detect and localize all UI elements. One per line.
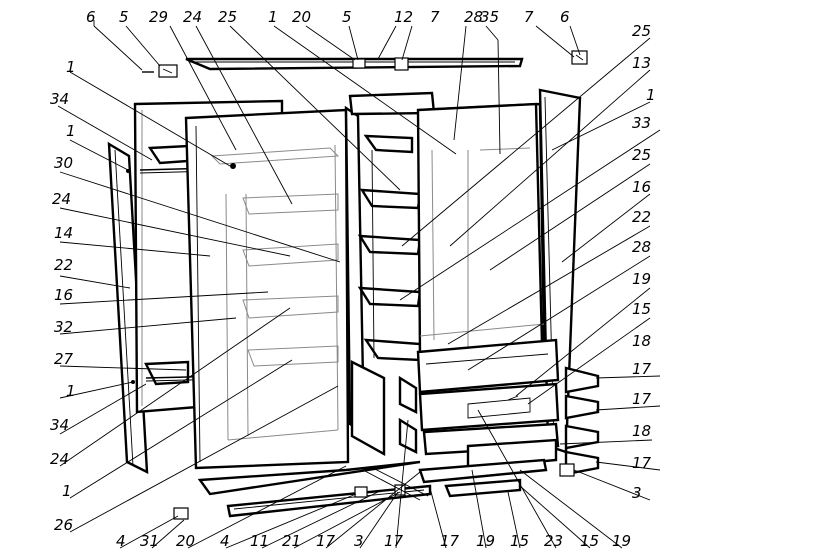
callout-label: 6: [86, 8, 96, 26]
callout-label: 30: [54, 154, 73, 172]
callout-label: 29: [149, 8, 168, 26]
callout-label: 18: [632, 332, 651, 350]
callout-label: 15: [580, 532, 599, 550]
callout-label: 17: [632, 454, 652, 472]
callout-label: 33: [632, 114, 651, 132]
top-panel: [185, 57, 524, 71]
callout-label: 17: [384, 532, 404, 550]
callout-label: 35: [480, 8, 499, 26]
callout-label: 19: [476, 532, 495, 550]
callout-label: 18: [632, 422, 651, 440]
callout-label: 15: [632, 300, 651, 318]
callout-label: 31: [140, 532, 159, 550]
callout-label: 24: [183, 8, 202, 26]
callout-label: 25: [218, 8, 237, 26]
bracket-3: [559, 463, 575, 477]
callout-label: 13: [632, 54, 651, 72]
left-interior-ghost: [210, 144, 552, 441]
callout-labels: 6 5 29 24 25 1 20 5 12 7 28 35 7 6 1 34 …: [50, 8, 656, 550]
callout-label: 34: [50, 416, 69, 434]
bracket-top-7: [394, 57, 409, 71]
callout-label: 5: [119, 8, 129, 26]
callout-label: 1: [268, 8, 278, 26]
callout-label: 25: [632, 146, 651, 164]
callout-label: 17: [440, 532, 460, 550]
bracket-31: [173, 507, 189, 520]
callout-label: 12: [394, 8, 413, 26]
callout-label: 32: [54, 318, 73, 336]
drawer-side-panels: [350, 360, 418, 457]
callout-label: 27: [54, 350, 74, 368]
callout-label: 17: [632, 390, 652, 408]
centre-shelves: [357, 134, 422, 362]
callout-label: 22: [54, 256, 73, 274]
callout-label: 3: [632, 484, 642, 502]
callout-label: 34: [50, 90, 69, 108]
bracket-base-3: [394, 484, 406, 496]
callout-label: 25: [632, 22, 651, 40]
callout-label: 24: [50, 450, 69, 468]
callout-label: 1: [62, 482, 72, 500]
callout-label: 28: [464, 8, 483, 26]
callout-label: 17: [632, 360, 652, 378]
callout-label: 6: [560, 8, 570, 26]
leader-lines: [57, 20, 661, 549]
hinge-bracket-top-5: [352, 58, 366, 69]
callout-label: 17: [316, 532, 336, 550]
callout-label: 7: [430, 8, 440, 26]
callout-label: 4: [116, 532, 126, 550]
callout-label: 26: [54, 516, 73, 534]
callout-label: 1: [66, 382, 76, 400]
base-plinth: [197, 458, 548, 518]
bracket-base-4: [354, 486, 368, 498]
top-hardware: [142, 50, 588, 78]
left-door: [184, 108, 350, 470]
callout-label: 21: [282, 532, 301, 550]
callout-label: 4: [220, 532, 230, 550]
callout-label: 1: [66, 122, 76, 140]
drawer-stack: [416, 338, 560, 470]
callout-label: 1: [646, 86, 656, 104]
callout-label: 15: [510, 532, 529, 550]
right-drawer-fronts: [559, 366, 600, 477]
callout-label: 20: [292, 8, 311, 26]
callout-label: 7: [524, 8, 534, 26]
callout-label: 28: [632, 238, 651, 256]
callout-label: 3: [354, 532, 364, 550]
callout-label: 16: [632, 178, 651, 196]
callout-label: 22: [632, 208, 651, 226]
callout-label: 23: [544, 532, 563, 550]
callout-label: 19: [632, 270, 651, 288]
callout-label: 24: [52, 190, 71, 208]
right-interior-ghost: [419, 147, 545, 378]
callout-label: 11: [250, 532, 269, 550]
callout-label: 5: [342, 8, 352, 26]
callout-label: 14: [54, 224, 73, 242]
left-shelves: [139, 144, 231, 386]
callout-label: 1: [66, 58, 76, 76]
callout-label: 16: [54, 286, 73, 304]
callout-label: 19: [612, 532, 631, 550]
callout-label: 20: [176, 532, 195, 550]
